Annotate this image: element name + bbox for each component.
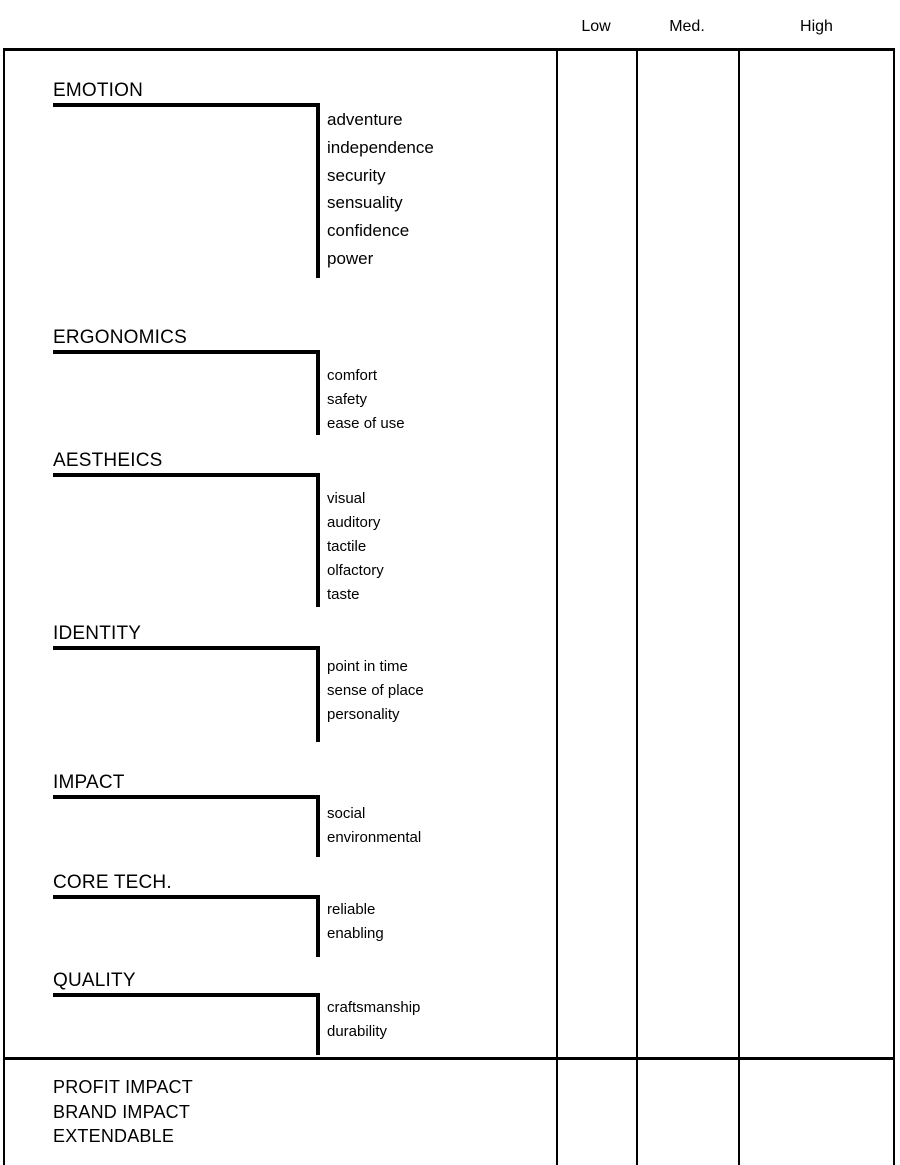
rating-cell-low-summary[interactable] (558, 1060, 636, 1165)
bracket-arm-core-tech (53, 895, 320, 899)
attribute-list-quality: craftsmanship durability (327, 996, 420, 1044)
list-item: confidence (327, 221, 410, 241)
bracket-arm-aestheics (53, 473, 320, 477)
category-title-identity: IDENTITY (53, 623, 142, 647)
list-item: safety (327, 391, 368, 408)
rating-cell-high-summary[interactable] (740, 1060, 893, 1165)
list-item: sense of place (327, 682, 424, 699)
bracket-stem-ergonomics (316, 350, 320, 435)
list-item: taste (327, 586, 360, 603)
bracket-stem-emotion (316, 103, 320, 278)
list-item: craftsmanship (327, 999, 421, 1016)
rating-cell-med-main[interactable] (638, 51, 738, 1057)
bracket-stem-quality (316, 993, 320, 1055)
summary-section-divider (3, 1057, 895, 1060)
category-title-core-tech: CORE TECH. (53, 872, 172, 896)
bracket-stem-core-tech (316, 895, 320, 957)
summary-row-extendable: EXTENDABLE (53, 1126, 175, 1146)
bracket-arm-quality (53, 993, 320, 997)
list-item: tactile (327, 538, 367, 555)
attribute-list-ergonomics: comfort safety ease of use (327, 364, 405, 436)
bracket-stem-identity (316, 646, 320, 742)
list-item: environmental (327, 829, 422, 846)
list-item: auditory (327, 514, 381, 531)
column-divider-2 (636, 48, 638, 1165)
summary-criteria-list: PROFIT IMPACT BRAND IMPACT EXTENDABLE (53, 1075, 533, 1149)
bracket-arm-identity (53, 646, 320, 650)
list-item: personality (327, 706, 400, 723)
attribute-list-aestheics: visual auditory tactile olfactory taste (327, 487, 384, 607)
summary-row-profit-impact: PROFIT IMPACT (53, 1077, 193, 1097)
list-item: adventure (327, 110, 403, 129)
attribute-list-emotion: adventure independence security sensuali… (327, 106, 434, 273)
attribute-list-identity: point in time sense of place personality (327, 655, 424, 727)
column-header-med: Med. (669, 18, 705, 35)
attribute-list-core-tech: reliable enabling (327, 898, 384, 946)
rating-cell-high-main[interactable] (740, 51, 893, 1057)
list-item: social (327, 805, 366, 822)
list-item: point in time (327, 658, 408, 675)
list-item: independence (327, 137, 434, 157)
list-item: ease of use (327, 415, 405, 432)
rating-cell-med-summary[interactable] (638, 1060, 738, 1165)
category-title-ergonomics: ERGONOMICS (53, 327, 187, 351)
list-item: reliable (327, 901, 376, 918)
list-item: visual (327, 490, 366, 507)
category-title-quality: QUALITY (53, 970, 136, 994)
column-header-high: High (800, 18, 833, 35)
column-divider-3 (738, 48, 740, 1165)
list-item: sensuality (327, 193, 403, 213)
list-item: comfort (327, 367, 378, 384)
category-title-impact: IMPACT (53, 772, 125, 796)
category-title-emotion: EMOTION (53, 80, 144, 104)
column-header-low: Low (581, 18, 611, 35)
bracket-stem-aestheics (316, 473, 320, 607)
list-item: enabling (327, 925, 384, 942)
summary-row-brand-impact: BRAND IMPACT (53, 1101, 191, 1122)
list-item: security (327, 165, 386, 185)
bracket-arm-emotion (53, 103, 320, 107)
bracket-arm-ergonomics (53, 350, 320, 354)
attribute-list-impact: social environmental (327, 802, 421, 850)
list-item: durability (327, 1023, 388, 1040)
list-item: olfactory (327, 562, 384, 579)
bracket-stem-impact (316, 795, 320, 857)
rating-cell-low-main[interactable] (558, 51, 636, 1057)
column-divider-1 (556, 48, 558, 1165)
list-item: power (327, 248, 374, 268)
category-title-aestheics: AESTHEICS (53, 450, 163, 474)
bracket-arm-impact (53, 795, 320, 799)
